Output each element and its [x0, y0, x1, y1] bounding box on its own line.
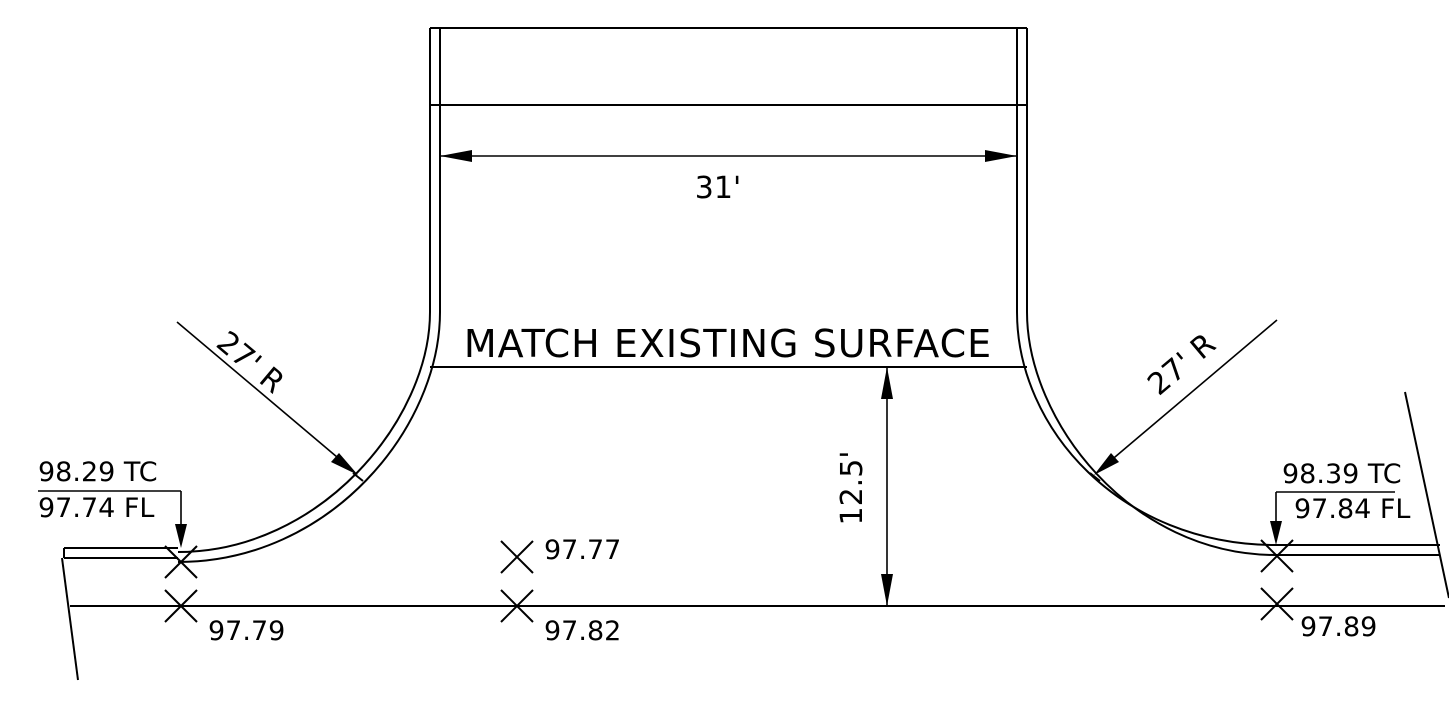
width-dimension — [440, 150, 1017, 162]
right-break-line — [1404, 391, 1449, 599]
right-driveway-wall — [1016, 28, 1028, 312]
left-curb-line — [63, 547, 178, 559]
left-elevation-leader — [175, 491, 187, 548]
left-fl-elevation: 97.74 FL — [38, 493, 154, 524]
right-tc-elevation: 98.39 TC — [1282, 459, 1402, 490]
spot-marker-left-bottom — [164, 589, 198, 623]
width-label: 31' — [695, 171, 741, 206]
depth-label: 12.5' — [835, 450, 870, 525]
right-curb-return — [1016, 311, 1277, 556]
center-top-elevation: 97.77 — [544, 535, 621, 566]
center-bottom-elevation: 97.82 — [544, 616, 621, 647]
right-elevation-leader — [1270, 492, 1282, 545]
left-radius-label: 27' R — [209, 325, 290, 401]
left-curb-return — [177, 311, 441, 563]
left-bottom-elevation: 97.79 — [208, 616, 285, 647]
left-break-line — [61, 557, 79, 681]
left-driveway-wall — [429, 28, 441, 312]
spot-marker-center-top — [500, 540, 534, 574]
left-tc-elevation: 98.29 TC — [38, 457, 158, 488]
spot-marker-left-top — [164, 545, 198, 579]
right-radius-leader — [1094, 319, 1278, 475]
match-existing-surface-note: MATCH EXISTING SURFACE — [464, 322, 992, 366]
right-fl-elevation: 97.84 FL — [1294, 494, 1410, 525]
spot-marker-center-bottom — [500, 589, 534, 623]
spot-marker-right-top — [1260, 539, 1294, 573]
left-radius-leader — [176, 321, 358, 475]
spot-marker-right-bottom — [1260, 587, 1294, 621]
right-curb-line — [1276, 544, 1440, 556]
depth-dimension — [881, 367, 893, 606]
right-bottom-elevation: 97.89 — [1300, 612, 1377, 643]
right-radius-label: 27' R — [1141, 327, 1222, 403]
